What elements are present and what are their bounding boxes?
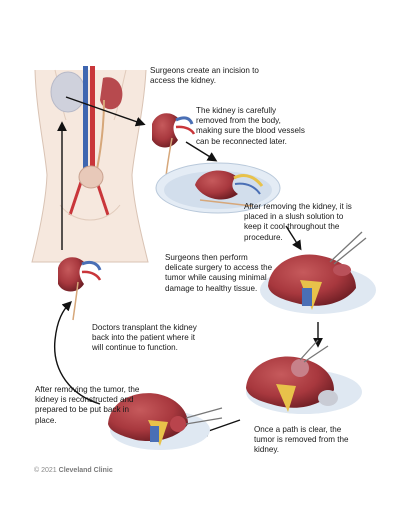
tumor-removal [246,339,362,414]
torso-figure [31,66,149,263]
step-5-caption: Once a path is clear, the tumor is remov… [254,425,349,455]
step-2-caption: The kidney is carefully removed from the… [196,106,305,146]
kidney-reconstructed [108,393,223,450]
copyright-year: © 2021 [34,467,57,474]
arrow-6 [54,301,101,405]
step-6-caption: After removing the tumor, the kidney is … [35,385,140,425]
step-7-caption: Doctors transplant the kidney back into … [92,323,197,353]
step-3-caption: After removing the kidney, it is placed … [244,202,352,242]
brand-name: Cleveland Clinic [58,467,113,474]
kidney-removed [152,113,196,186]
step-4-caption: Surgeons then perform delicate surgery t… [165,253,273,293]
arrow-2 [185,141,218,162]
copyright-credit: © 2021 Cleveland Clinic [34,467,113,474]
kidney-surgery [260,231,376,314]
arrow-1 [65,96,146,127]
arrow-3 [285,225,302,251]
kidney-transplanted [58,257,102,321]
step-1-caption: Surgeons create an incision to access th… [150,66,259,86]
slush-bowl [155,162,281,214]
